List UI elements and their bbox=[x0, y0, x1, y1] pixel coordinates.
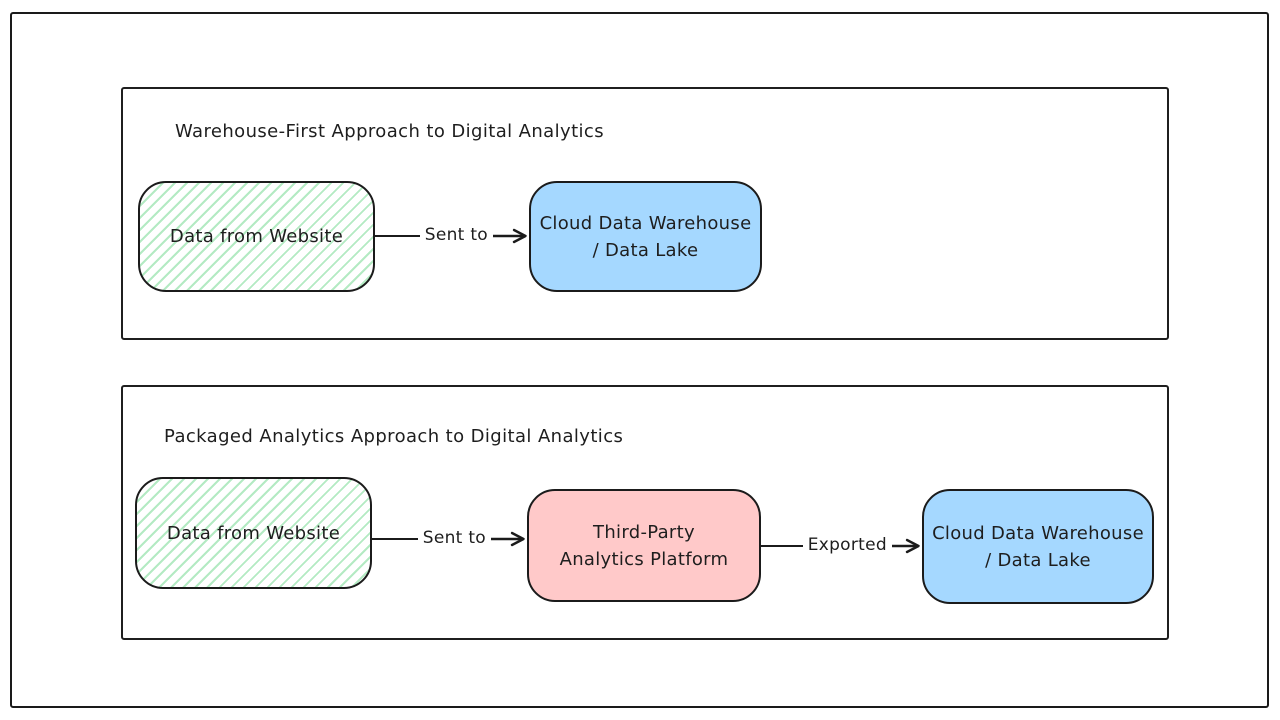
node-cloud-data-warehouse: Cloud Data Warehouse / Data Lake bbox=[922, 489, 1154, 604]
node-third-party-analytics-platform: Third-Party Analytics Platform bbox=[527, 489, 761, 602]
panel-packaged-analytics: Packaged Analytics Approach to Digital A… bbox=[121, 385, 1169, 640]
edge-label: Exported bbox=[807, 535, 887, 555]
node-label: Data from Website bbox=[166, 522, 341, 544]
panel-title: Warehouse-First Approach to Digital Anal… bbox=[175, 121, 605, 142]
edge-sent-to: Sent to bbox=[372, 524, 527, 554]
node-label: Third-Party Analytics Platform bbox=[559, 521, 729, 570]
outer-frame: Warehouse-First Approach to Digital Anal… bbox=[10, 12, 1269, 708]
panel-title: Packaged Analytics Approach to Digital A… bbox=[164, 426, 624, 447]
node-data-from-website: Data from Website bbox=[138, 181, 375, 292]
node-data-from-website: Data from Website bbox=[135, 477, 372, 589]
arrow-line bbox=[375, 235, 420, 237]
arrow-line bbox=[372, 538, 418, 540]
edge-exported: Exported bbox=[761, 531, 922, 561]
node-cloud-data-warehouse: Cloud Data Warehouse / Data Lake bbox=[529, 181, 762, 292]
edge-label: Sent to bbox=[422, 528, 486, 548]
node-label: Data from Website bbox=[169, 226, 344, 247]
edge-label: Sent to bbox=[424, 225, 488, 245]
panel-warehouse-first: Warehouse-First Approach to Digital Anal… bbox=[121, 87, 1169, 340]
arrow-right-icon bbox=[892, 538, 920, 554]
arrow-line bbox=[761, 545, 803, 547]
edge-sent-to: Sent to bbox=[375, 221, 529, 251]
node-label: Cloud Data Warehouse / Data Lake bbox=[932, 522, 1144, 571]
node-label: Cloud Data Warehouse / Data Lake bbox=[539, 212, 752, 261]
arrow-right-icon bbox=[493, 228, 527, 244]
arrow-right-icon bbox=[491, 531, 525, 547]
